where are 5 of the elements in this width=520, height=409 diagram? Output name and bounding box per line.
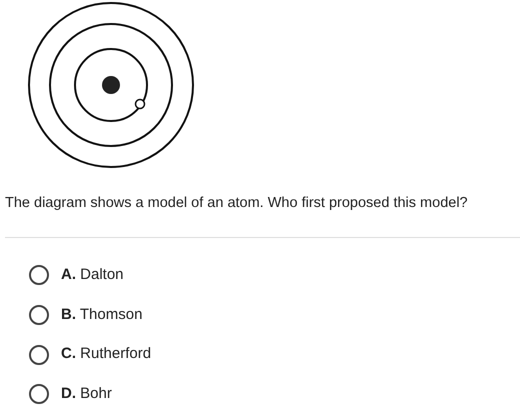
answer-option: C. Rutherford	[61, 343, 152, 366]
answer-option: D. Bohr	[61, 383, 112, 406]
answer-option: A. Dalton	[61, 264, 124, 286]
question-text: The diagram shows a model of an atom. Who first proposed this model?	[5, 194, 468, 213]
answer-option: B. Thomson	[61, 304, 142, 326]
